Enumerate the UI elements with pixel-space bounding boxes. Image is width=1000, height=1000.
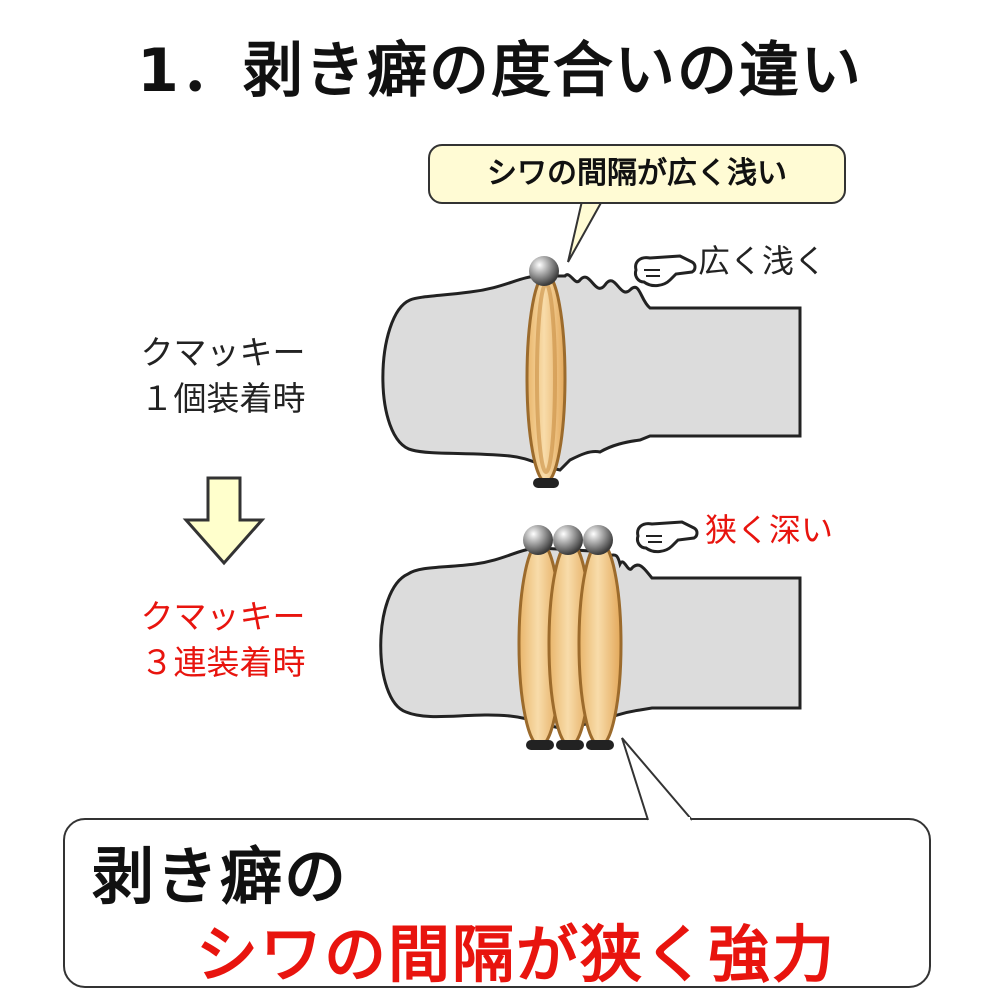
bottom-ring-ball-1-icon: [523, 525, 553, 555]
conclusion-box: [63, 818, 931, 988]
conclusion-line2: シワの間隔が狭く強力: [196, 918, 837, 991]
bottom-ring-ball-3-icon: [583, 525, 613, 555]
page-title: 1．剥き癖の度合いの違い: [137, 36, 863, 106]
bottom-rings: [517, 525, 623, 750]
top-pointing-hand-icon: [634, 254, 697, 288]
bottom-ring-3: [577, 540, 623, 748]
top-shaft-illustration: [381, 273, 802, 472]
top-callout: シワの間隔が広く浅い: [428, 144, 846, 204]
bottom-ring-ball-2-icon: [553, 525, 583, 555]
bottom-pointer-label: 狭く深い: [705, 511, 834, 549]
top-shaft-body: [381, 273, 802, 472]
top-ring-band: [525, 272, 567, 484]
top-ring-bottom-cap: [533, 478, 559, 488]
conclusion-line1: 剥き癖の: [92, 840, 349, 913]
bottom-pointing-hand-icon: [636, 520, 699, 554]
top-ring: [525, 256, 567, 488]
label-triple-line1: クマッキー: [140, 597, 306, 636]
top-pointer-label: 広く浅く: [698, 242, 827, 280]
label-single-ring: クマッキー １個装着時: [118, 330, 328, 422]
down-arrow-icon: [182, 476, 266, 566]
label-single-line1: クマッキー: [140, 333, 306, 372]
top-ring-ball-icon: [529, 256, 559, 286]
label-single-line2: １個装着時: [140, 379, 306, 418]
label-triple-ring: クマッキー ３連装着時: [118, 594, 328, 686]
label-triple-line2: ３連装着時: [140, 643, 306, 682]
top-callout-tail: [567, 200, 603, 263]
